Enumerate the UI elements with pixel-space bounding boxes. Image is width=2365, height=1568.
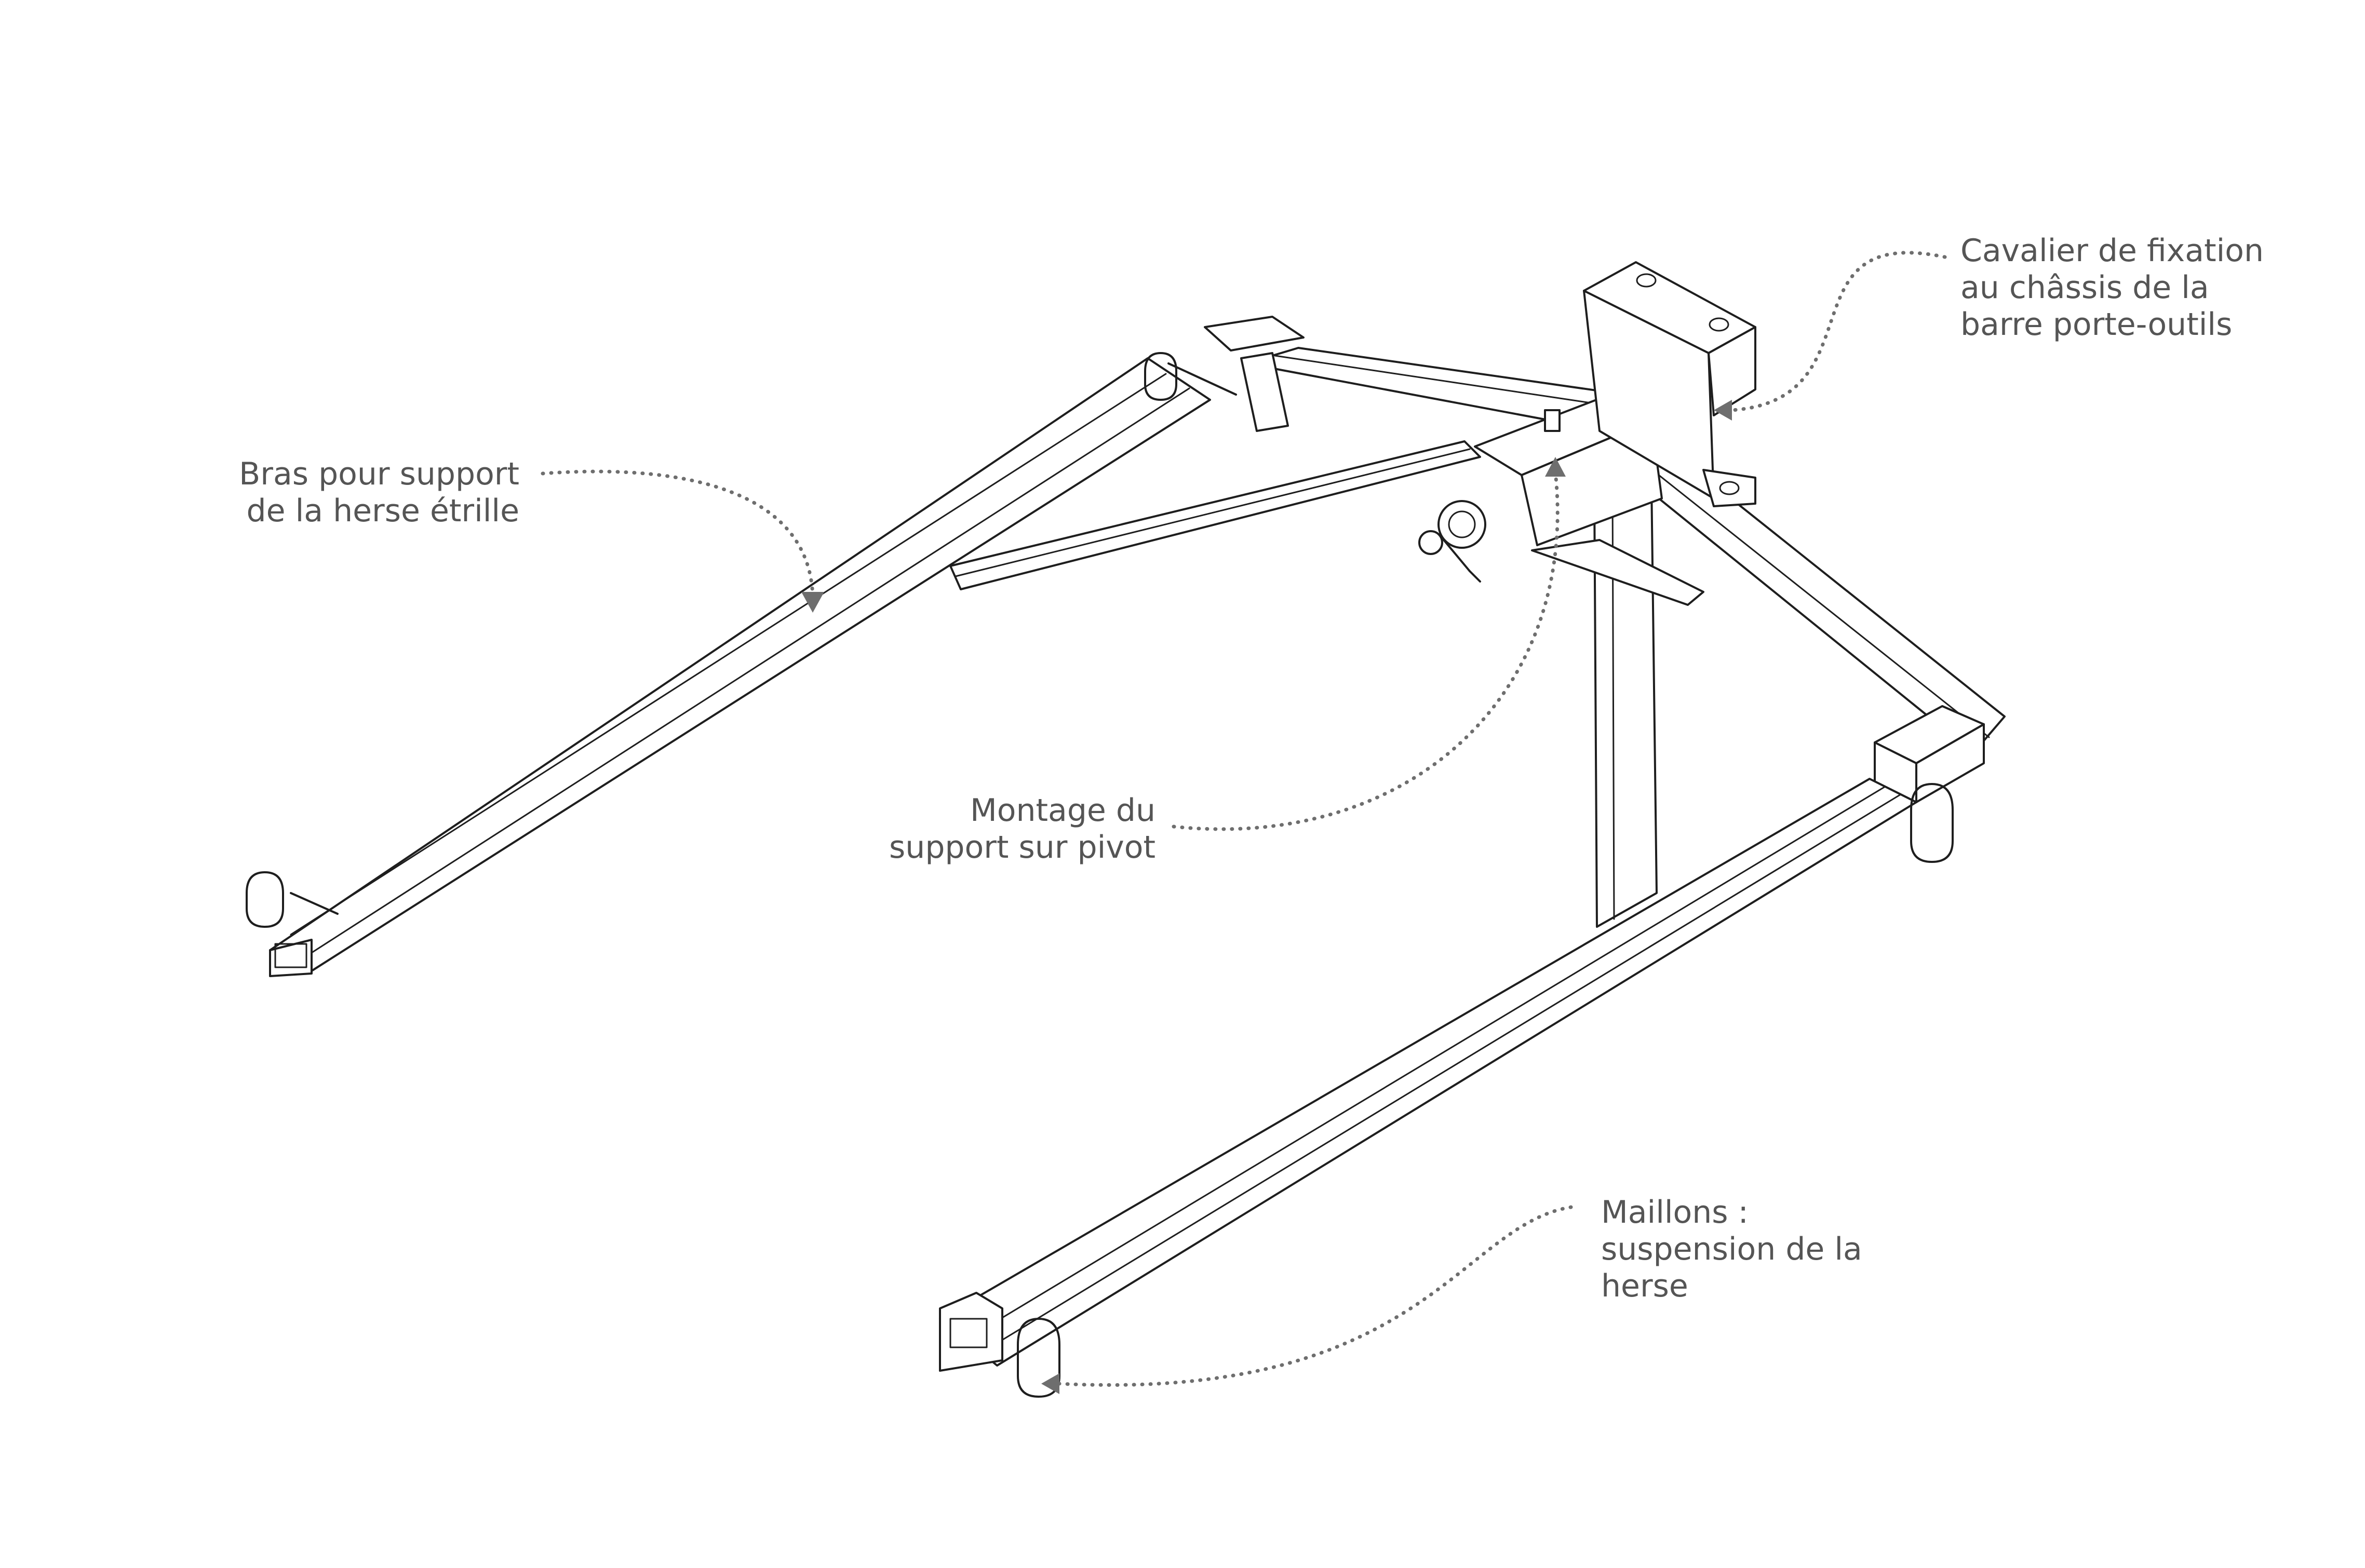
label-maillons: Maillons : suspension de la herse [1601,1194,1923,1305]
label-montage: Montage du support sur pivot [872,792,1155,866]
label-cavalier-line2: au châssis de la [1960,269,2209,306]
label-bras-line2: de la herse étrille [246,493,519,529]
lower-brace [1531,539,1704,606]
leader-maillons [1041,1205,1573,1394]
label-cavalier-line1: Cavalier de fixation [1960,233,2264,269]
leader-bras [541,469,824,613]
label-cavalier: Cavalier de fixation au châssis de la ba… [1960,233,2324,343]
label-montage-line2: support sur pivot [889,829,1155,866]
label-cavalier-line3: barre porte-outils [1960,306,2233,343]
label-maillons-line2: suspension de la [1601,1231,1862,1267]
front-arm [939,778,1917,1372]
label-maillons-line3: herse [1601,1268,1688,1304]
label-maillons-line1: Maillons : [1601,1194,1749,1231]
leader-montage [1172,457,1566,831]
label-montage-line1: Montage du [970,792,1155,829]
label-bras-line1: Bras pour support [239,456,519,492]
label-bras: Bras pour support de la herse étrille [223,456,519,530]
leader-cavalier [1714,251,1947,421]
left-arm [269,357,1237,977]
diagonal-strut [949,440,1481,590]
front-right-block [1874,705,1985,803]
links [246,352,1954,1398]
cavalier-bracket [1583,261,1756,507]
